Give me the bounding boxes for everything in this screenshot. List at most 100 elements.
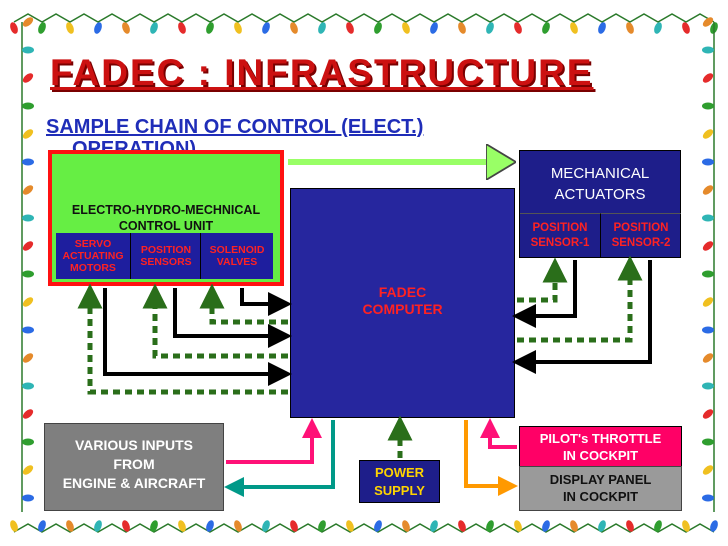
light-bulb <box>22 185 34 195</box>
position-sensor-2-label: POSITION SENSOR-2 <box>611 222 671 249</box>
light-bulb <box>702 270 714 278</box>
light-bulb <box>22 494 34 502</box>
light-bulb <box>66 520 74 532</box>
light-bulb <box>178 22 186 34</box>
light-bulb <box>702 494 714 502</box>
light-bulb <box>22 241 34 251</box>
light-bulb <box>206 520 214 532</box>
various-inputs-label: VARIOUS INPUTS FROM ENGINE & AIRCRAFT <box>62 437 206 491</box>
display-panel-box: DISPLAY PANEL IN COCKPIT <box>519 466 682 511</box>
light-bulb <box>346 22 354 34</box>
position-sensors: POSITION SENSORS <box>130 233 201 279</box>
various-inputs-box: VARIOUS INPUTS FROM ENGINE & AIRCRAFT <box>44 423 224 511</box>
light-bulb <box>702 158 714 166</box>
light-bulb <box>38 520 46 532</box>
light-bulb <box>514 520 522 532</box>
light-bulb <box>22 17 34 27</box>
light-bulb <box>94 520 102 532</box>
light-bulb <box>234 22 242 34</box>
display-panel-label: DISPLAY PANEL IN COCKPIT <box>549 472 652 504</box>
light-bulb <box>702 102 714 110</box>
position-sensor-1: POSITION SENSOR-1 <box>520 213 601 258</box>
light-bulb <box>702 185 714 195</box>
light-bulb <box>262 22 270 34</box>
light-bulb <box>702 438 714 446</box>
light-bulb <box>22 297 34 307</box>
light-bulb <box>702 46 714 54</box>
light-bulb <box>150 520 158 532</box>
light-bulb <box>542 22 550 34</box>
light-bulb <box>682 22 690 34</box>
light-bulb <box>374 520 382 532</box>
light-bulb <box>22 73 34 83</box>
position-sensor-1-label: POSITION SENSOR-1 <box>530 222 590 249</box>
light-bulb <box>290 520 298 532</box>
light-bulb <box>514 22 522 34</box>
light-bulb <box>702 129 714 139</box>
light-bulb <box>702 214 714 222</box>
light-bulb <box>22 353 34 363</box>
position-sensor-2: POSITION SENSOR-2 <box>601 213 681 258</box>
light-bulb <box>402 22 410 34</box>
light-bulb <box>346 520 354 532</box>
light-bulb <box>654 22 662 34</box>
light-bulb <box>654 520 662 532</box>
subtitle-line-1: SAMPLE CHAIN OF CONTROL (ELECT.) <box>46 116 424 138</box>
fadec-computer: FADEC COMPUTER <box>290 188 515 418</box>
light-bulb <box>682 520 690 532</box>
light-bulb <box>374 22 382 34</box>
light-bulb <box>702 17 714 27</box>
light-bulb <box>570 520 578 532</box>
servo-actuating-motors: SERVO ACTUATING MOTORS <box>56 233 130 279</box>
light-bulb <box>486 22 494 34</box>
light-bulb <box>22 158 34 166</box>
light-bulb <box>626 520 634 532</box>
light-bulb <box>430 520 438 532</box>
light-bulb <box>458 520 466 532</box>
light-bulb <box>542 520 550 532</box>
light-bulb <box>318 22 326 34</box>
light-bulb <box>22 326 34 334</box>
light-bulb <box>122 22 130 34</box>
light-bulb <box>626 22 634 34</box>
light-bulb <box>22 409 34 419</box>
light-bulb <box>290 22 298 34</box>
light-bulb <box>234 520 242 532</box>
light-bulb <box>22 270 34 278</box>
ehm-control-unit: ELECTRO-HYDRO-MECHNICAL CONTROL UNIT SER… <box>48 150 284 286</box>
light-bulb <box>22 46 34 54</box>
light-bulb <box>318 520 326 532</box>
light-bulb <box>702 465 714 475</box>
position-sensors-label: POSITION SENSORS <box>140 244 192 268</box>
light-bulb <box>178 520 186 532</box>
fadec-computer-label: FADEC COMPUTER <box>362 284 443 317</box>
light-bulb <box>10 520 18 532</box>
power-supply-label: POWER SUPPLY <box>374 465 425 498</box>
light-bulb <box>22 129 34 139</box>
light-bulb <box>150 22 158 34</box>
page-title: FADEC : INFRASTRUCTURE <box>50 52 594 93</box>
light-bulb <box>458 22 466 34</box>
light-bulb <box>702 73 714 83</box>
light-bulb <box>22 102 34 110</box>
mechanical-actuators: MECHANICAL ACTUATORS POSITION SENSOR-1 P… <box>519 150 681 258</box>
power-supply-box: POWER SUPPLY <box>359 460 440 503</box>
light-bulb <box>22 214 34 222</box>
light-bulb <box>206 22 214 34</box>
light-bulb <box>486 520 494 532</box>
light-bulb <box>702 297 714 307</box>
solenoid-valves-label: SOLENOID VALVES <box>209 244 265 268</box>
light-bulb <box>702 241 714 251</box>
light-bulb <box>122 520 130 532</box>
light-bulb <box>702 409 714 419</box>
light-bulb <box>22 465 34 475</box>
light-bulb <box>570 22 578 34</box>
light-bulb <box>598 22 606 34</box>
light-bulb <box>702 326 714 334</box>
light-bulb <box>402 520 410 532</box>
light-bulb <box>22 382 34 390</box>
pilot-throttle-box: PILOT's THROTTLE IN COCKPIT <box>519 426 682 468</box>
servo-actuating-motors-label: SERVO ACTUATING MOTORS <box>62 238 124 274</box>
light-bulb <box>38 22 46 34</box>
pilot-throttle-label: PILOT's THROTTLE IN COCKPIT <box>539 431 662 463</box>
